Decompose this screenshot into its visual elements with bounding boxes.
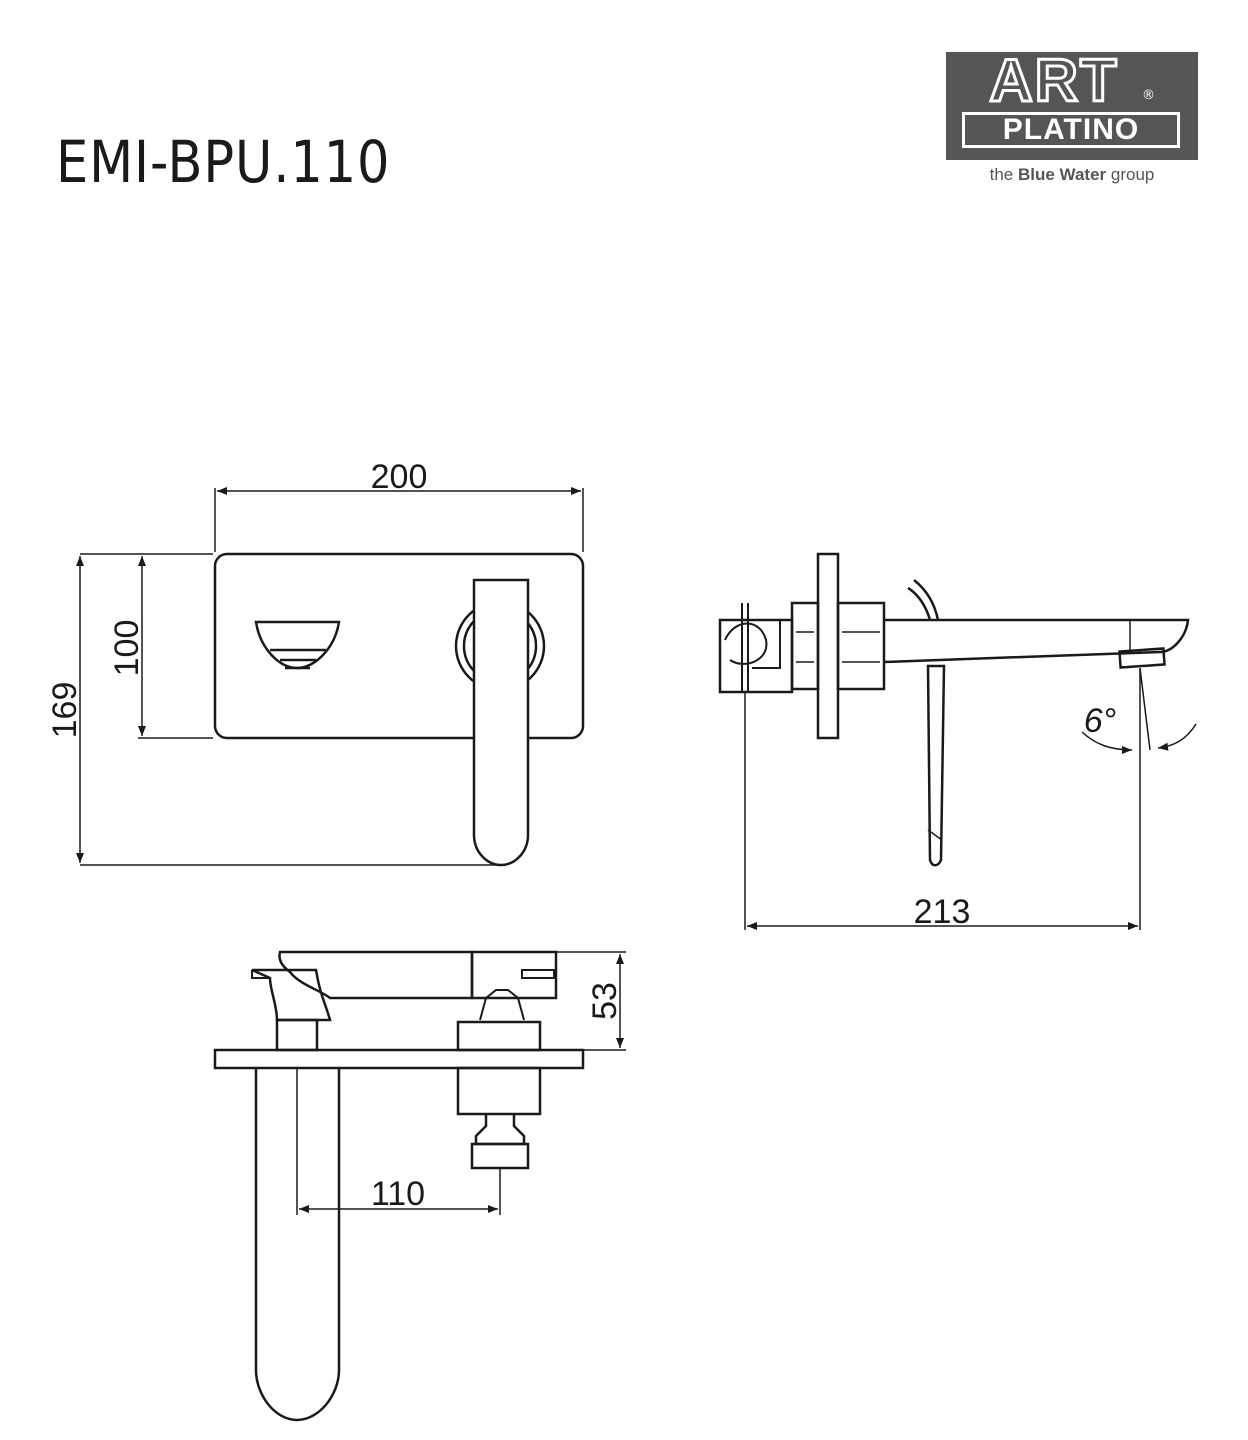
side-body-right	[836, 601, 886, 691]
side-valve-cap	[752, 619, 781, 669]
logo-background	[946, 52, 1198, 160]
top-cartridge-nut	[479, 989, 525, 1021]
side-view	[718, 552, 1197, 930]
logo-tagline-the: the	[989, 165, 1014, 184]
side-body-detail	[796, 631, 880, 663]
front-view	[76, 487, 585, 867]
side-valve-detail	[724, 603, 768, 692]
top-wall-plate	[213, 1048, 585, 1070]
logo-art-text: ART	[988, 46, 1119, 116]
front-backplate	[213, 552, 585, 740]
model-code-title: EMI-BPU.110	[56, 128, 391, 196]
top-handle-slot	[521, 969, 555, 979]
side-handle-detail	[927, 829, 943, 841]
top-spout-neck	[275, 1018, 319, 1052]
side-spout	[883, 618, 1190, 664]
side-handle-top	[907, 579, 940, 621]
dim-label-169: 169	[46, 682, 84, 739]
brand-logo: ART ® PLATINO the Blue Water group	[946, 46, 1198, 192]
dim-label-200: 200	[371, 458, 428, 496]
angle-arc-right	[1157, 723, 1197, 751]
dim-label-100: 100	[108, 620, 146, 677]
front-handle-lever	[472, 578, 530, 867]
side-handle-lever	[926, 664, 946, 867]
top-spout-tip	[251, 970, 270, 979]
logo-tagline-group: group	[1110, 165, 1155, 184]
dim-label-213: 213	[914, 893, 971, 931]
top-valve-stem	[474, 1114, 526, 1146]
dim-label-53: 53	[586, 982, 624, 1020]
angle-ray	[1139, 667, 1151, 751]
dim-label-110: 110	[371, 1175, 425, 1213]
top-view	[213, 950, 626, 1422]
top-spout-arm	[251, 968, 332, 1022]
side-aerator	[1118, 647, 1166, 669]
top-handle-block	[470, 950, 558, 1000]
logo-platino-text: PLATINO	[962, 112, 1180, 148]
side-wall-plate	[816, 552, 840, 740]
top-valve-knob	[470, 1142, 530, 1170]
dim-label-angle: 6°	[1084, 702, 1117, 740]
side-body-left	[790, 601, 820, 691]
top-valve-upper	[456, 1020, 542, 1052]
logo-tagline: the Blue Water group	[946, 165, 1198, 185]
angle-arc-left	[1081, 731, 1133, 754]
front-spout-inner	[270, 648, 326, 670]
logo-tagline-bold: Blue Water	[1017, 165, 1107, 184]
top-spout	[254, 1068, 341, 1422]
top-valve-lower	[456, 1066, 542, 1116]
top-spout-body	[278, 950, 474, 1000]
logo-registered-mark: ®	[1142, 88, 1155, 103]
